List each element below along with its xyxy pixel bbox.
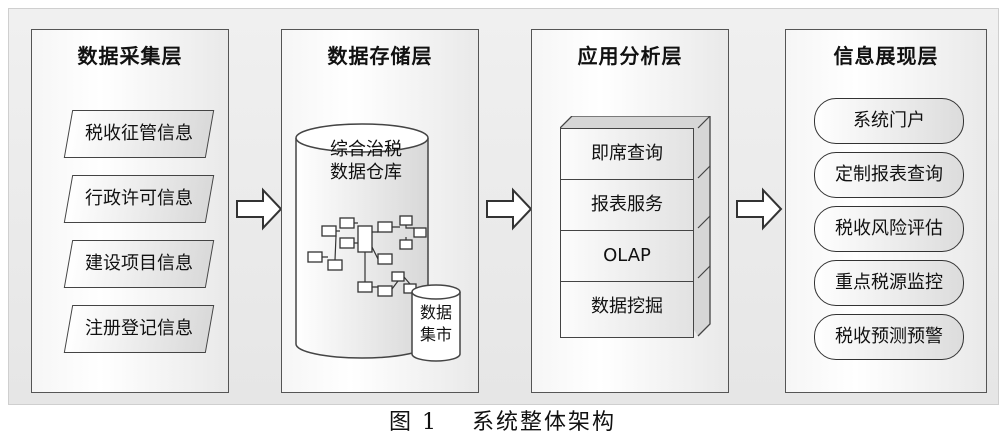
analysis-layer-panel: 应用分析层 即席查询 报表服务 OLAP 数据挖掘 (531, 29, 729, 393)
collection-layer-panel: 数据采集层 税收征管信息 行政许可信息 建设项目信息 注册登记信息 (31, 29, 229, 393)
collection-item-label: 注册登记信息 (85, 318, 193, 339)
collection-item-label: 建设项目信息 (85, 253, 193, 274)
flow-arrow-icon (486, 187, 533, 231)
data-warehouse-line-1: 综合治税 (330, 139, 402, 160)
presentation-layer-panel: 信息展现层 系统门户 定制报表查询 税收风险评估 重点税源监控 税收预测预警 (785, 29, 987, 393)
figure-title: 系统整体架构 (471, 410, 616, 435)
figure-caption: 图 1 系统整体架构 (0, 404, 1005, 436)
data-mart-line-1: 数据 (419, 303, 452, 322)
analysis-item-data-mining: 数据挖掘 (591, 296, 663, 317)
analysis-stack: 即席查询 报表服务 OLAP 数据挖掘 (560, 128, 694, 338)
storage-layer-panel: 数据存储层 (281, 29, 479, 393)
presentation-item-key-source-monitor: 重点税源监控 (814, 260, 964, 306)
presentation-layer-title: 信息展现层 (833, 44, 939, 68)
data-warehouse-label: 综合治税 数据仓库 (316, 138, 416, 184)
presentation-item-portal: 系统门户 (814, 98, 964, 144)
data-mart-line-2: 集市 (419, 325, 452, 344)
figure-number: 图 1 (388, 410, 438, 435)
data-warehouse-cylinder-icon (295, 123, 461, 362)
collection-item-construction: 建设项目信息 (63, 240, 215, 288)
flow-arrow-icon (736, 187, 783, 231)
collection-item-registration: 注册登记信息 (63, 305, 215, 353)
data-warehouse-line-2: 数据仓库 (330, 162, 402, 183)
collection-item-tax-admin: 税收征管信息 (63, 110, 215, 158)
presentation-item-forecast-warning: 税收预测预警 (814, 314, 964, 360)
storage-layer-title: 数据存储层 (327, 44, 433, 68)
collection-item-label: 税收征管信息 (85, 123, 193, 144)
data-mart-label: 数据 集市 (414, 302, 458, 346)
analysis-item-olap: OLAP (561, 231, 693, 282)
analysis-item-adhoc-query: 即席查询 (561, 129, 693, 180)
presentation-item-risk-assessment: 税收风险评估 (814, 206, 964, 252)
presentation-item-custom-report: 定制报表查询 (814, 152, 964, 198)
collection-layer-title: 数据采集层 (77, 44, 183, 68)
analysis-layer-title: 应用分析层 (577, 44, 683, 68)
diagram-frame: 数据采集层 税收征管信息 行政许可信息 建设项目信息 注册登记信息 数据存储层 (8, 8, 999, 405)
collection-item-label: 行政许可信息 (85, 188, 193, 209)
analysis-item-report-service: 报表服务 (561, 180, 693, 231)
flow-arrow-icon (236, 187, 283, 231)
collection-item-admin-permit: 行政许可信息 (63, 175, 215, 223)
